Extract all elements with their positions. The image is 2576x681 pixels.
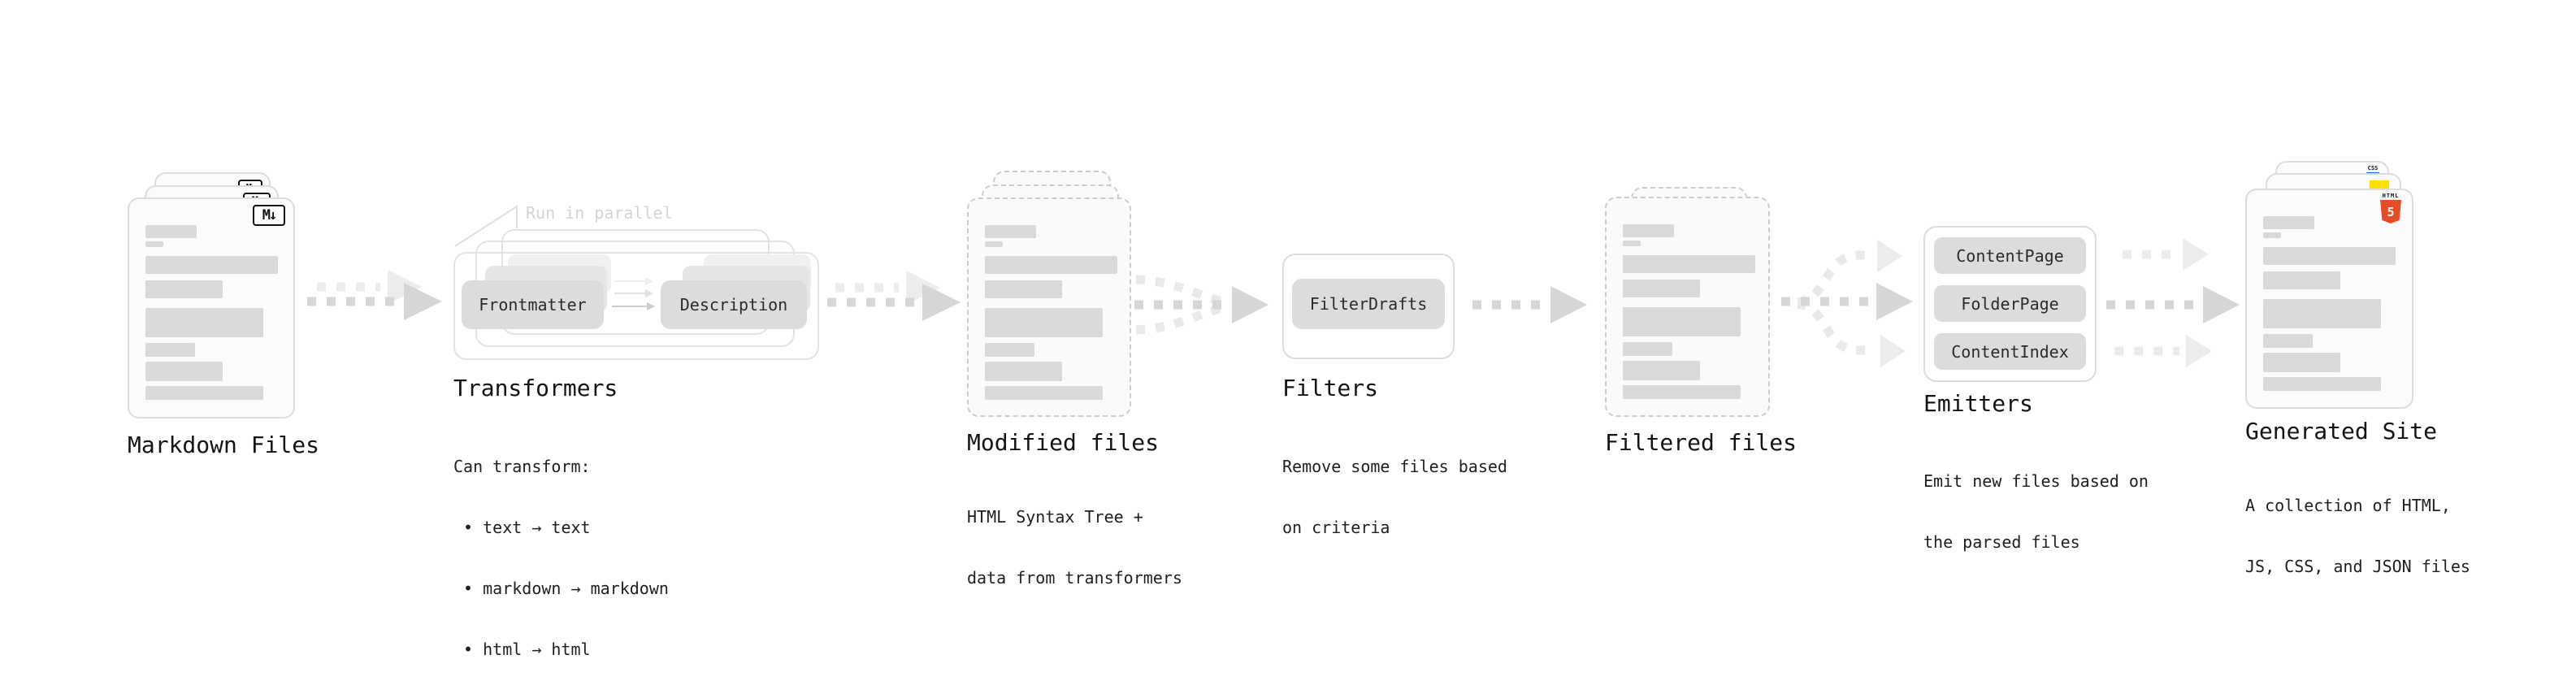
stage-label-transformers: Transformers (453, 375, 618, 401)
desc-line: JS, CSS, and JSON files (2245, 557, 2470, 576)
stage-label-markdown: Markdown Files (128, 432, 320, 458)
desc-line: A collection of HTML, (2245, 496, 2451, 515)
filterdrafts-pill: FilterDrafts (1292, 279, 1445, 329)
placeholder-bar (145, 343, 195, 357)
placeholder-bar (1623, 255, 1755, 273)
arrow-transformers-to-modified (827, 271, 961, 321)
placeholder-bar (985, 386, 1103, 400)
generated-file-card: HTML 5 (2245, 189, 2413, 409)
placeholder-bar (985, 280, 1062, 298)
placeholder-bar (985, 225, 1036, 238)
desc-line: on criteria (1282, 518, 1390, 537)
arrow-modified-to-filters (1134, 275, 1268, 335)
css-icon-label: CSS (2367, 165, 2379, 171)
placeholder-bar (1623, 342, 1672, 356)
javascript-icon (2370, 180, 2389, 189)
arrow-markdown-to-transformers (307, 270, 442, 320)
stage-desc-emitters: Emit new files based on the parsed files (1923, 431, 2149, 593)
stage-desc-transformers: Can transform: • text → text • markdown … (453, 416, 669, 681)
run-in-parallel-annotation: Run in parallel (526, 203, 673, 223)
stage-label-modified: Modified files (967, 429, 1160, 456)
frontmatter-pill: Frontmatter (462, 280, 604, 329)
placeholder-bar (985, 362, 1062, 381)
placeholder-bar (1623, 280, 1700, 297)
placeholder-bar (985, 343, 1034, 357)
markdown-icon: M↓ (253, 205, 285, 226)
arrow-emitters-to-generated (2106, 238, 2240, 367)
stage-desc-filters: Remove some files based on criteria (1282, 416, 1507, 579)
desc-line: the parsed files (1923, 532, 2080, 552)
placeholder-bar (2263, 247, 2396, 265)
transformer-instance-box (453, 252, 819, 360)
placeholder-bar (1623, 224, 1674, 237)
html5-icon-label: HTML (2382, 193, 2400, 199)
placeholder-bar (2263, 377, 2381, 391)
placeholder-bar (2263, 353, 2340, 372)
placeholder-bar (1623, 241, 1641, 246)
arrow-filters-to-filtered (1472, 286, 1587, 323)
contentpage-pill: ContentPage (1934, 237, 2086, 274)
html5-icon: HTML 5 (2380, 193, 2401, 223)
placeholder-bar (2263, 299, 2381, 328)
description-pill: Description (661, 280, 807, 329)
desc-line: Emit new files based on (1923, 471, 2149, 491)
arrow-filtered-to-emitters (1781, 240, 1913, 367)
stage-label-emitters: Emitters (1923, 390, 2033, 417)
placeholder-bar (985, 256, 1117, 274)
markdown-file-card: M↓ (128, 197, 295, 419)
filtered-file-card (1605, 197, 1770, 417)
contentindex-pill: ContentIndex (1934, 333, 2086, 370)
desc-line: • html → html (453, 640, 591, 659)
folderpage-pill: FolderPage (1934, 285, 2086, 322)
html5-icon-shield: 5 (2380, 200, 2401, 223)
placeholder-bar (145, 280, 223, 298)
desc-line: data from transformers (967, 568, 1182, 588)
desc-line: HTML Syntax Tree + (967, 507, 1143, 527)
stage-label-filtered: Filtered files (1605, 429, 1798, 456)
placeholder-bar (1623, 307, 1741, 336)
placeholder-bar (985, 241, 1003, 247)
stage-desc-modified: HTML Syntax Tree + data from transformer… (967, 466, 1182, 629)
desc-line: Remove some files based (1282, 457, 1507, 476)
desc-line: • markdown → markdown (453, 579, 669, 598)
desc-line: Can transform: (453, 457, 591, 476)
placeholder-bar (2263, 334, 2313, 348)
placeholder-bar (1623, 385, 1741, 399)
stage-label-filters: Filters (1282, 375, 1379, 401)
placeholder-bar (145, 308, 263, 337)
placeholder-bar (2263, 271, 2340, 289)
stage-desc-generated: A collection of HTML, JS, CSS, and JSON … (2245, 455, 2470, 618)
desc-line: • text → text (453, 518, 591, 537)
placeholder-bar (2263, 216, 2314, 229)
placeholder-bar (145, 362, 223, 381)
placeholder-bar (145, 386, 263, 400)
placeholder-bar (2263, 232, 2281, 238)
placeholder-bar (145, 241, 163, 247)
placeholder-bar (145, 225, 197, 238)
placeholder-bar (145, 256, 278, 274)
placeholder-bar (985, 308, 1103, 337)
html5-icon-number: 5 (2387, 204, 2395, 219)
stage-label-generated: Generated Site (2245, 418, 2438, 445)
placeholder-bar (1623, 361, 1700, 380)
modified-file-card (967, 197, 1131, 417)
